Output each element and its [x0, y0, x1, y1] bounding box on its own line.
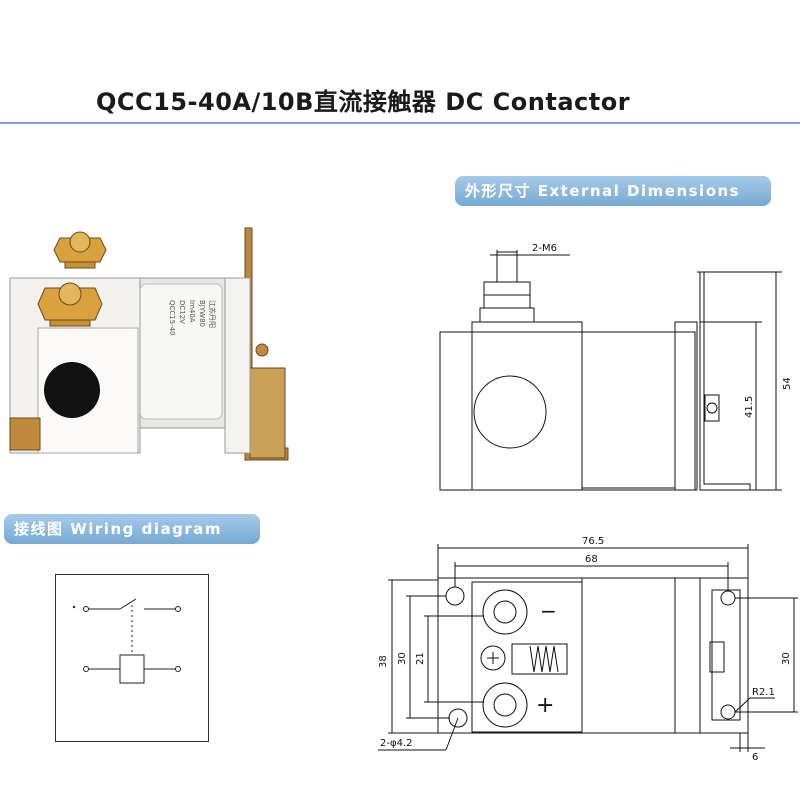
- top-terminal-minus: [482, 589, 528, 635]
- dim-height-30-right: 30: [781, 652, 792, 665]
- dim-radius: R2.1: [752, 687, 775, 698]
- top-terminal-plus: [482, 682, 528, 728]
- mounting-foot: [9, 417, 41, 451]
- title-divider: [0, 122, 800, 124]
- side-screw: [704, 394, 720, 422]
- dim-height-30-left: 30: [397, 652, 408, 665]
- contact-switch-blade: [119, 598, 137, 610]
- plus-sign: +: [536, 693, 554, 718]
- side-washer: [479, 307, 535, 323]
- side-window: [473, 375, 547, 449]
- wiring-schematic: [72, 598, 181, 684]
- external-dimensions-header: 外形尺寸 External Dimensions: [455, 176, 771, 206]
- page-title: QCC15-40A/10B直流接触器 DC Contactor: [96, 88, 631, 116]
- dim-height-total: 54: [782, 377, 793, 390]
- dim-holes: 2-φ4.2: [380, 738, 412, 749]
- terminal-top: [53, 231, 107, 269]
- end-plate: [224, 277, 251, 454]
- coil-label: QCC15-40 DC12V Im40A BJYW80 江苏丹阳: [168, 300, 217, 336]
- dim-width-inner: 68: [585, 554, 598, 565]
- dim-height-38: 38: [378, 655, 389, 668]
- dim-height-mid: 41.5: [744, 396, 755, 418]
- label-line-5: 江苏丹阳: [208, 300, 217, 328]
- top-right-bracket: [711, 589, 741, 721]
- dim-width-total: 76.5: [582, 536, 604, 547]
- adjust-screw: [255, 343, 269, 357]
- coil-window: [44, 362, 100, 418]
- terminal-bottom: [37, 282, 103, 327]
- label-line-4: BJYW80: [198, 300, 206, 327]
- label-line-3: Im40A: [188, 300, 196, 323]
- thread-label: 2-M6: [532, 243, 557, 254]
- side-end-plate: [674, 321, 698, 491]
- top-adjust-screw: [480, 645, 506, 671]
- contact-dot: [72, 605, 76, 609]
- side-terminal-block: [471, 321, 583, 491]
- side-cover-left: [439, 331, 473, 491]
- minus-sign: −: [540, 599, 557, 623]
- top-body: [437, 577, 749, 734]
- wiring-diagram-header: 接线图 Wiring diagram: [4, 514, 260, 544]
- dim-offset: 6: [752, 752, 758, 763]
- wiring-diagram-box: [55, 574, 209, 742]
- top-hole-top: [445, 586, 465, 606]
- top-spring: [529, 645, 559, 673]
- side-bracket: [697, 271, 751, 491]
- side-stud: [496, 251, 518, 283]
- product-photo: QCC15-40 DC12V Im40A BJYW80 江苏丹阳: [9, 227, 289, 461]
- side-body: [439, 331, 696, 491]
- label-line-2: DC12V: [178, 300, 186, 324]
- contact-terminal-right: [175, 606, 181, 612]
- dim-height-21: 21: [415, 652, 426, 665]
- top-spring-housing: [511, 643, 568, 675]
- coil-terminal-right: [175, 666, 181, 672]
- label-line-1: QCC15-40: [168, 300, 176, 336]
